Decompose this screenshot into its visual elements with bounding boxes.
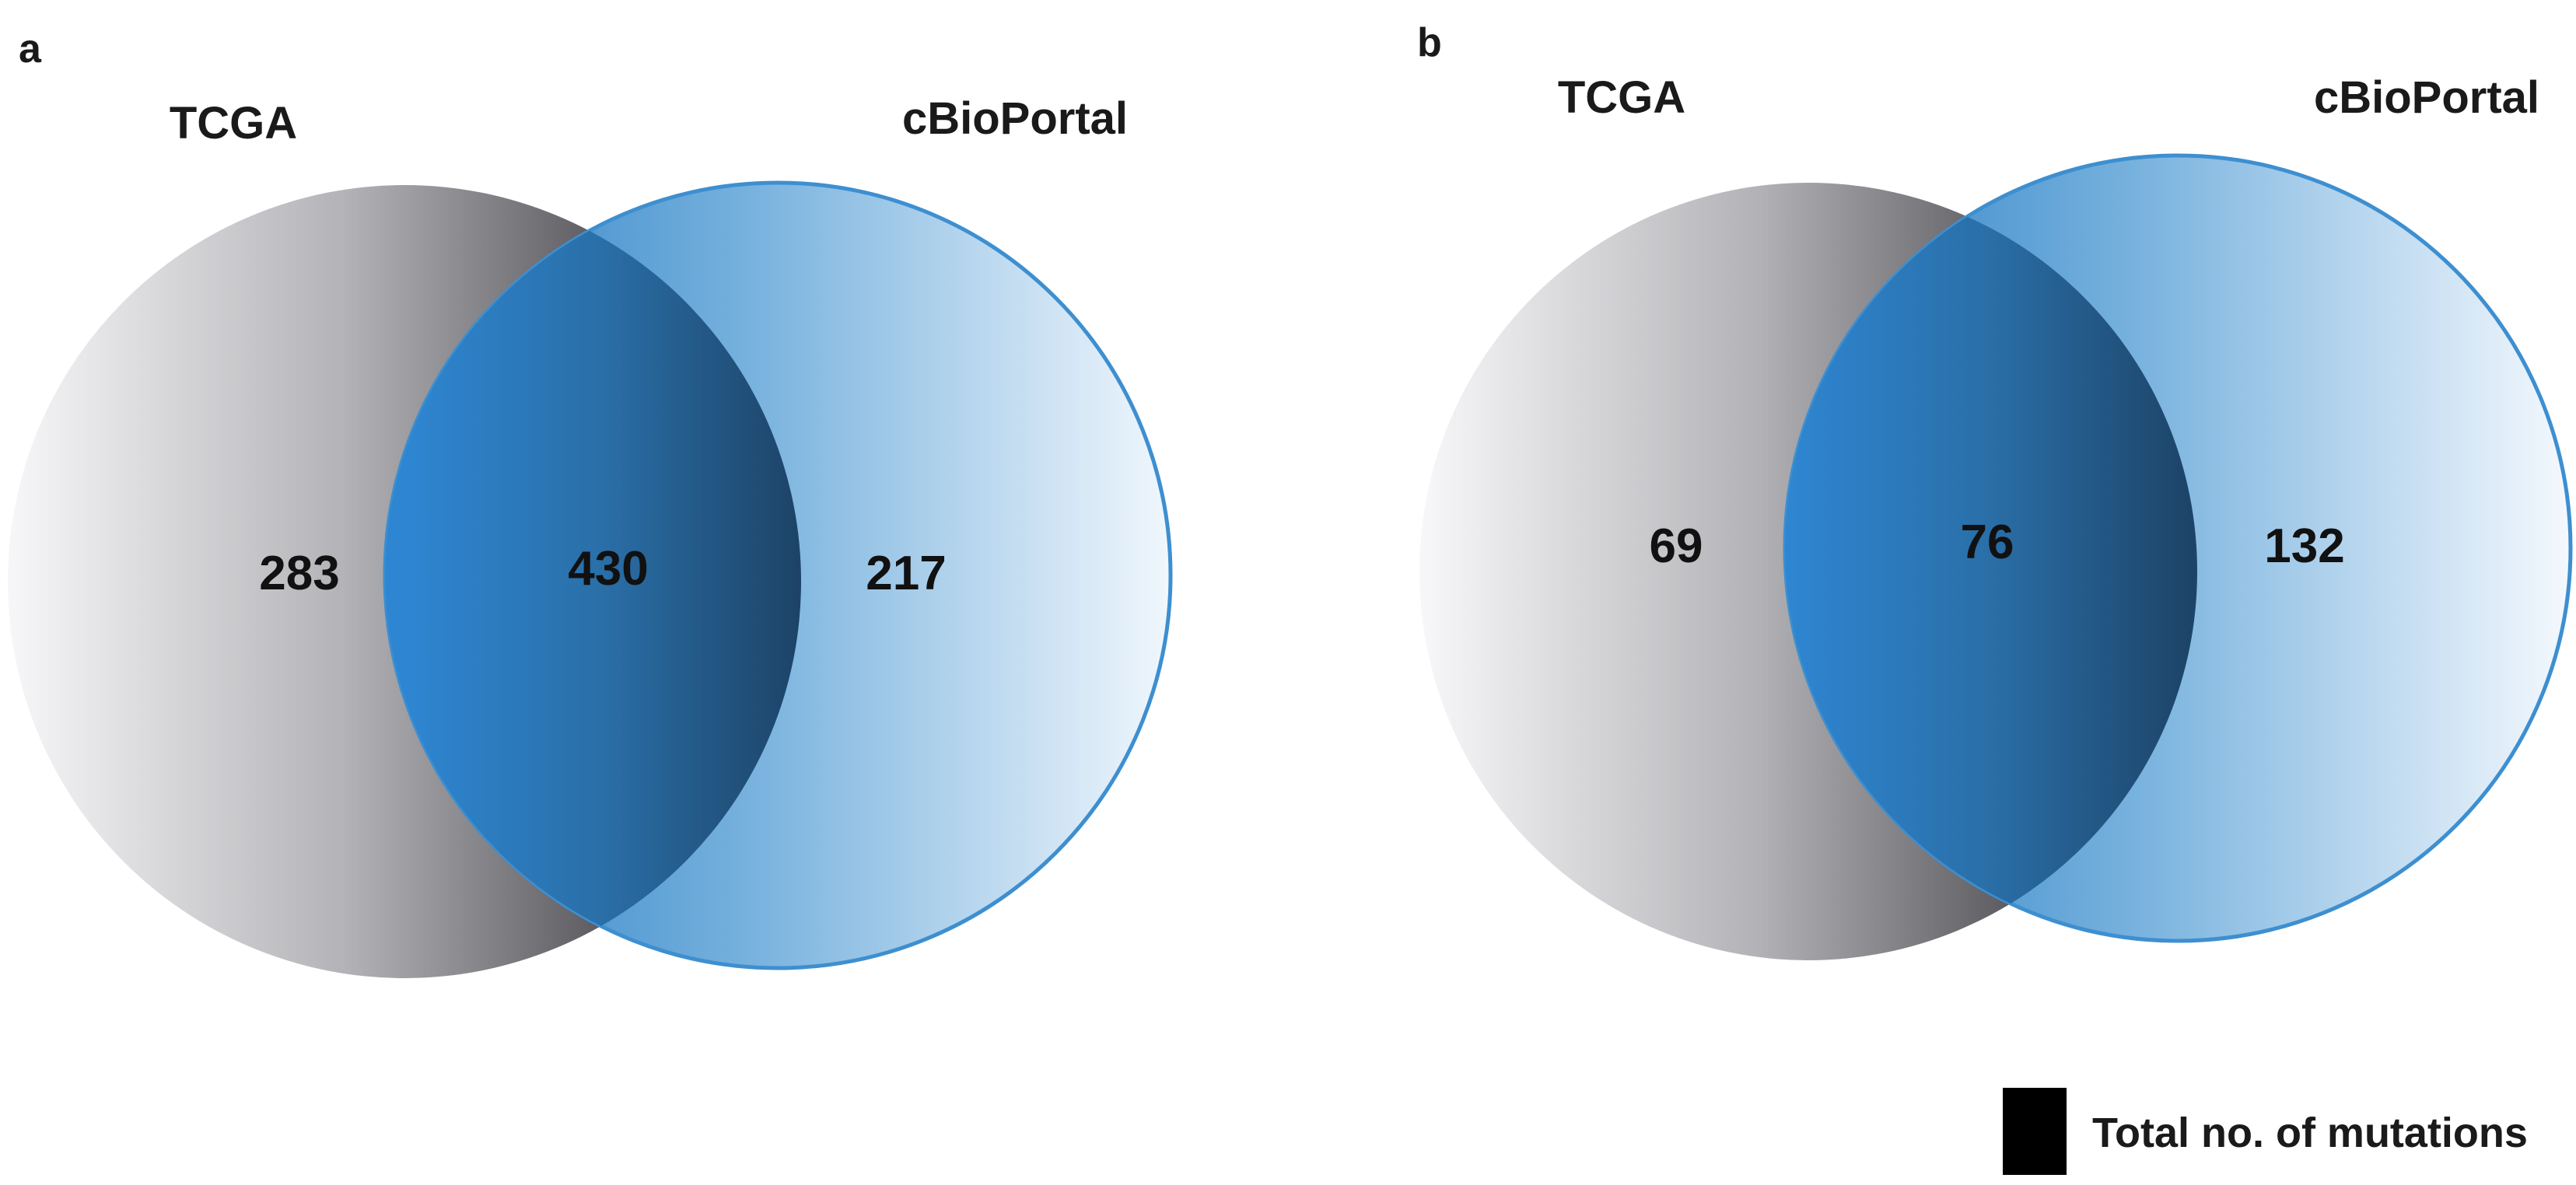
count-overlap-a: 430: [568, 542, 648, 596]
legend-label: Total no. of mutations: [2092, 1110, 2528, 1156]
overlap-region-a: [385, 185, 801, 968]
set-label-tcga-b: TCGA: [1558, 72, 1685, 123]
venn-panel-b: b TCGA cBioPortal 69 76 132: [1417, 20, 2573, 960]
set-label-tcga-a: TCGA: [170, 98, 297, 149]
count-cbioportal-only-a: 217: [866, 547, 946, 600]
legend-swatch: [2003, 1088, 2067, 1175]
count-tcga-only-b: 69: [1650, 519, 1703, 573]
set-label-cbioportal-a: cBioPortal: [902, 93, 1128, 144]
overlap-region-b: [1785, 183, 2197, 941]
count-tcga-only-a: 283: [259, 547, 339, 600]
count-cbioportal-only-b: 132: [2264, 519, 2344, 573]
panel-letter-b: b: [1417, 20, 1442, 65]
venn-panel-a: a TCGA cBioPortal 283 430 217: [8, 26, 1173, 978]
set-label-cbioportal-b: cBioPortal: [2314, 72, 2539, 123]
count-overlap-b: 76: [1961, 516, 2014, 569]
legend: Total no. of mutations: [2003, 1088, 2528, 1175]
panel-letter-a: a: [19, 26, 42, 72]
